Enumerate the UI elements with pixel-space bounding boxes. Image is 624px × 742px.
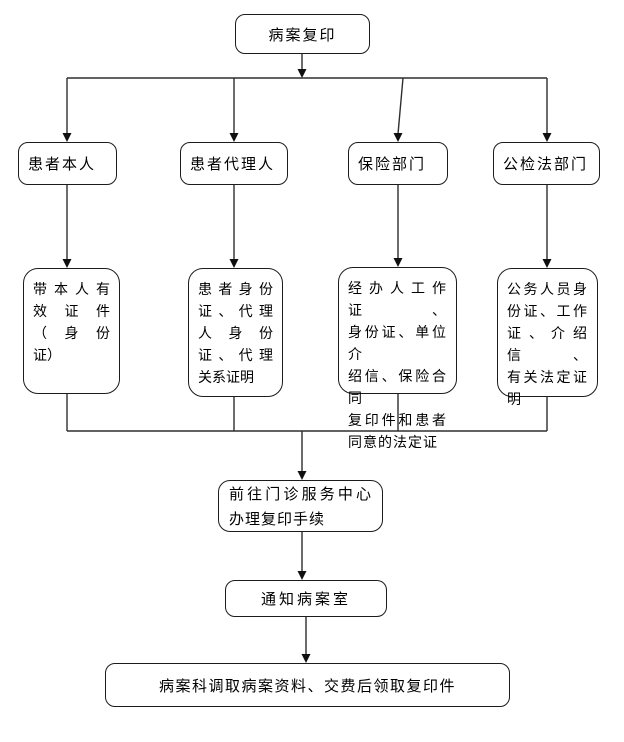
text-line: 身份证、单位介 xyxy=(348,324,447,362)
text-line: 份证、工作 xyxy=(507,303,588,319)
text-line: 前往门诊服务中心 xyxy=(229,486,372,503)
arrowhead-icon xyxy=(542,259,552,268)
arrowhead-icon xyxy=(62,259,72,268)
arrowhead-icon xyxy=(542,133,552,142)
text-line: 带本人有 xyxy=(33,281,110,297)
node-requirements-insurance-dept: 经办人工作证、身份证、单位介绍信、保险合同复印件和患者同意的法定证 xyxy=(338,267,457,450)
text-line: 明 xyxy=(507,391,522,407)
node-requirements-patient-self: 带本人有效证件 （身份证） xyxy=(23,268,120,394)
node-branch-patient-self: 患者本人 xyxy=(18,142,117,185)
text-line: 证、介绍信、 xyxy=(507,325,588,363)
text-line: 关系证明 xyxy=(198,369,254,385)
node-branch-law-enforcement-dept: 公检法部门 xyxy=(493,142,600,185)
node-step-service-center: 前往门诊服务中心办理复印手续 xyxy=(218,480,383,532)
node-branch-insurance-dept: 保险部门 xyxy=(348,142,448,185)
text-line: 人身份 xyxy=(198,325,273,341)
node-requirements-patient-agent: 患者身份证、代理人身份证、代理关系证明 xyxy=(188,268,283,397)
text-line: 证、代理 xyxy=(198,303,273,319)
arrowhead-icon xyxy=(297,69,307,78)
node-step-notify-records-room: 通知病案室 xyxy=(225,580,387,617)
node-start: 病案复印 xyxy=(235,14,370,54)
text-line: 有关法定证 xyxy=(507,369,588,385)
arrowhead-icon xyxy=(229,259,239,268)
text-line: 效证件 xyxy=(33,303,110,319)
arrowhead-icon xyxy=(297,571,307,580)
text-line: 公务人员身 xyxy=(507,281,588,297)
text-line: 患者身份 xyxy=(198,281,273,297)
node-step-retrieve-and-pay: 病案科调取病案资料、交费后领取复印件 xyxy=(105,663,510,707)
arrowhead-icon xyxy=(62,133,72,142)
text-line: 经办人工作证、 xyxy=(348,280,447,318)
arrowhead-icon xyxy=(393,258,403,267)
arrowhead-icon xyxy=(301,654,311,663)
text-line: 办理复印手续 xyxy=(229,511,326,528)
text-line: （身份 xyxy=(33,325,110,341)
arrowhead-icon xyxy=(229,133,239,142)
text-line: 证） xyxy=(33,347,61,363)
text-line: 复印件和患者 xyxy=(348,412,447,428)
connector-to-branch-3 xyxy=(397,77,404,135)
arrowhead-icon xyxy=(393,133,403,142)
node-branch-patient-agent: 患者代理人 xyxy=(180,142,288,185)
text-line: 绍信、保险合同 xyxy=(348,368,447,406)
text-line: 同意的法定证 xyxy=(348,434,438,450)
text-line: 证、代理 xyxy=(198,347,273,363)
node-requirements-law-enforcement-dept: 公务人员身份证、工作证、介绍信、有关法定证明 xyxy=(497,268,598,407)
arrowhead-icon xyxy=(297,471,307,480)
